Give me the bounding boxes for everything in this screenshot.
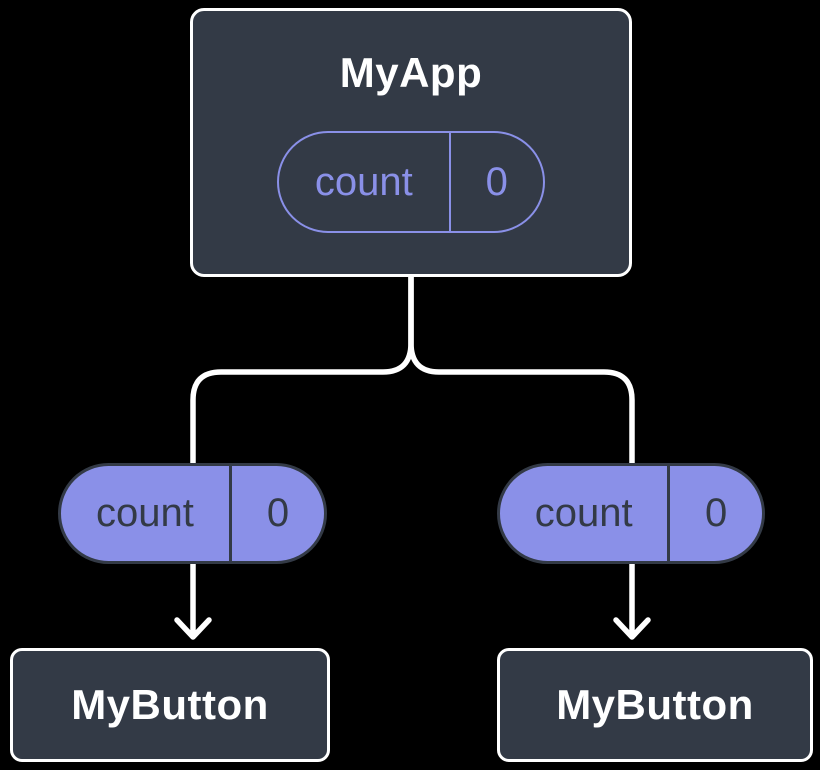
myapp-component-box: MyApp count 0 — [190, 8, 632, 277]
fork-connector-left — [190, 277, 414, 464]
myapp-state-pill: count 0 — [277, 131, 545, 233]
prop-value-label: 0 — [705, 491, 728, 535]
mybutton-title: MyButton — [71, 681, 269, 728]
arrow-down-right-icon — [613, 561, 651, 640]
fork-connector-right — [408, 277, 635, 464]
prop-pill-left: count 0 — [58, 463, 327, 564]
mybutton-box-left: MyButton — [10, 648, 330, 762]
mybutton-box-right: MyButton — [497, 648, 813, 762]
prop-name-label: count — [61, 466, 232, 561]
myapp-title: MyApp — [339, 49, 483, 96]
state-name-label: count — [279, 133, 451, 231]
prop-pill-right: count 0 — [497, 463, 765, 564]
arrow-down-left-icon — [174, 561, 212, 640]
prop-value-label: 0 — [266, 491, 290, 535]
state-value-label: 0 — [485, 159, 508, 204]
mybutton-title: MyButton — [556, 681, 754, 728]
prop-name-label: count — [500, 466, 671, 561]
